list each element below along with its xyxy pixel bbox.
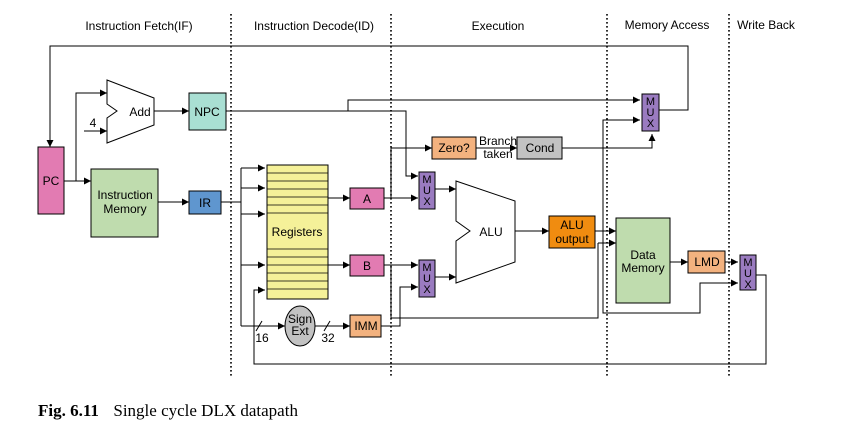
svg-text:U: U (647, 107, 655, 119)
svg-text:M: M (422, 262, 431, 274)
mux-alu-input-bottom: M U X (418, 259, 436, 298)
mux-alu-input-top: M U X (418, 171, 436, 210)
dmem-label-line2: Memory (621, 261, 664, 275)
lmd-register: LMD (687, 250, 726, 274)
npc-label: NPC (194, 105, 220, 119)
figure-caption: Fig. 6.11 Single cycle DLX datapath (38, 401, 298, 420)
cond-register: Cond (516, 136, 563, 160)
stage-label-fetch: Instruction Fetch(IF) (85, 19, 192, 33)
instruction-memory: Instruction Memory (90, 168, 159, 238)
stage-label-execution: Execution (472, 19, 525, 33)
imem-label-line2: Memory (103, 202, 146, 216)
svg-text:U: U (423, 273, 431, 285)
pc-label: PC (43, 174, 60, 188)
figure-title: Single cycle DLX datapath (113, 401, 298, 420)
sign-label-line2: Ext (291, 324, 309, 338)
a-label: A (363, 192, 371, 206)
npc-register: NPC (188, 92, 227, 131)
imm-label: IMM (354, 319, 377, 333)
bit-width-output-label: 32 (321, 331, 335, 345)
ir-register: IR (188, 190, 222, 215)
register-file: Registers (266, 164, 329, 300)
registers-label: Registers (272, 225, 323, 239)
cond-label: Cond (526, 141, 555, 155)
alu-output-label-line1: ALU (560, 218, 583, 232)
datapath-wires (46, 45, 767, 365)
bit-width-input-label: 16 (255, 331, 269, 345)
zero-label: Zero? (438, 141, 470, 155)
imm-register: IMM (349, 314, 382, 338)
constant-four-label: 4 (90, 116, 97, 130)
lmd-label: LMD (694, 255, 720, 269)
pc-register: PC (37, 146, 65, 215)
alu-output-label-line2: output (555, 232, 589, 246)
mux-pc-select: M U X (641, 93, 660, 132)
svg-text:U: U (423, 185, 431, 197)
imem-label-line1: Instruction (97, 188, 152, 202)
svg-text:U: U (744, 268, 752, 280)
sign-extend-unit: Sign Ext (284, 305, 316, 347)
sign-label-line1: Sign (288, 312, 312, 326)
b-register: B (349, 254, 385, 277)
add-label: Add (129, 105, 150, 119)
stage-label-writeback: Write Back (737, 18, 796, 32)
ir-label: IR (199, 196, 211, 210)
figure-number: Fig. 6.11 (38, 401, 99, 420)
data-memory: Data Memory (615, 217, 671, 304)
stage-label-memory: Memory Access (625, 18, 710, 32)
stage-label-decode: Instruction Decode(ID) (254, 19, 374, 33)
a-register: A (349, 187, 385, 210)
mux-write-back: M U X (739, 254, 757, 291)
dmem-label-line1: Data (630, 248, 656, 262)
branch-taken-label-line2: taken (483, 147, 512, 161)
zero-test-unit: Zero? (431, 136, 477, 160)
alu-label: ALU (479, 225, 502, 239)
b-label: B (363, 259, 371, 273)
svg-text:X: X (647, 118, 655, 130)
alu-unit: ALU (455, 180, 516, 284)
branch-taken-label-line1: Branch (479, 134, 517, 148)
svg-text:M: M (422, 174, 431, 186)
svg-text:X: X (423, 196, 431, 208)
svg-text:M: M (646, 96, 655, 108)
alu-output-register: ALU output (548, 215, 596, 249)
svg-text:X: X (744, 279, 752, 291)
svg-text:M: M (743, 257, 752, 269)
svg-text:X: X (423, 284, 431, 296)
pc-adder: Add (106, 79, 155, 144)
